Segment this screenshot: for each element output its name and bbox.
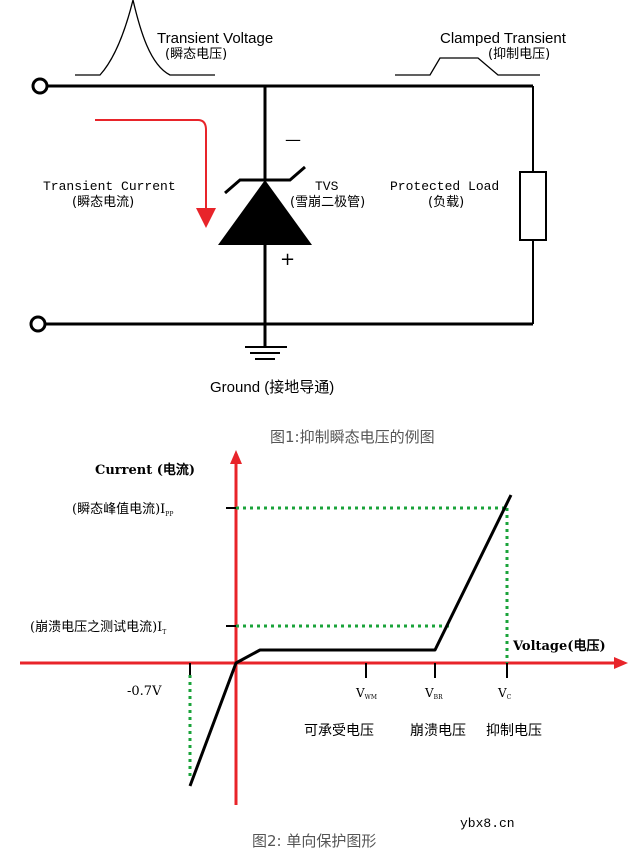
vwm-description: 可承受电压	[304, 723, 374, 739]
tvs-label: TVS	[315, 179, 339, 194]
transient-current-label: Transient Current	[43, 179, 176, 194]
transient-current-arrow	[95, 119, 216, 228]
tvs-plus-sign: +	[280, 249, 295, 270]
input-terminal-top	[31, 77, 49, 95]
vwm-label: VWM	[355, 686, 377, 701]
iv-characteristic-curve	[188, 494, 513, 787]
vc-label: VC	[497, 686, 512, 701]
transient-voltage-cn-label: (瞬态电压)	[165, 47, 227, 62]
tvs-diode-cathode-bar	[224, 165, 306, 195]
it-label: (崩溃电压之测试电流)IT	[30, 620, 166, 636]
vbr-label: VBR	[424, 686, 443, 701]
figure-2-iv-curve: Current (电流) Voltage(电压) (瞬态峰值电流)IPP (崩溃…	[20, 450, 628, 850]
tvs-cn-label: (雪崩二极管)	[290, 195, 365, 210]
ground-label: Ground (接地导通)	[210, 379, 334, 396]
transient-voltage-label: Transient Voltage	[157, 30, 273, 47]
clamped-transient-cn-label: (抑制电压)	[488, 47, 550, 62]
watermark: ybx8.cn	[460, 816, 515, 831]
figure-2-caption: 图2: 单向保护图形	[252, 832, 376, 850]
clamped-transient-label: Clamped Transient	[440, 30, 567, 47]
vc-description: 抑制电压	[486, 723, 542, 739]
transient-current-cn-label: (瞬态电流)	[72, 195, 134, 210]
x-axis-label: Voltage(电压)	[512, 638, 606, 654]
transient-voltage-waveform	[75, 0, 215, 76]
ground-icon	[245, 346, 287, 360]
protected-load-cn-label: (负载)	[428, 195, 464, 210]
x-axis-arrowhead	[614, 657, 628, 669]
tvs-diode-triangle	[218, 180, 312, 245]
ipp-label: (瞬态峰值电流)IPP	[72, 501, 173, 518]
y-axis-arrowhead	[230, 450, 242, 464]
clamped-transient-waveform	[395, 57, 540, 76]
neg-0-7v-label: -0.7V	[127, 684, 162, 699]
protected-load-label: Protected Load	[390, 179, 499, 194]
tvs-minus-sign: —	[285, 130, 301, 149]
y-axis-label: Current (电流)	[95, 462, 195, 478]
figure-1-circuit: Transient Voltage (瞬态电压) Clamped Transie…	[29, 0, 567, 446]
input-terminal-bottom	[29, 315, 47, 333]
figure-1-caption: 图1:抑制瞬态电压的例图	[270, 428, 435, 446]
protected-load-resistor	[519, 171, 547, 241]
vbr-description: 崩溃电压	[410, 723, 466, 739]
